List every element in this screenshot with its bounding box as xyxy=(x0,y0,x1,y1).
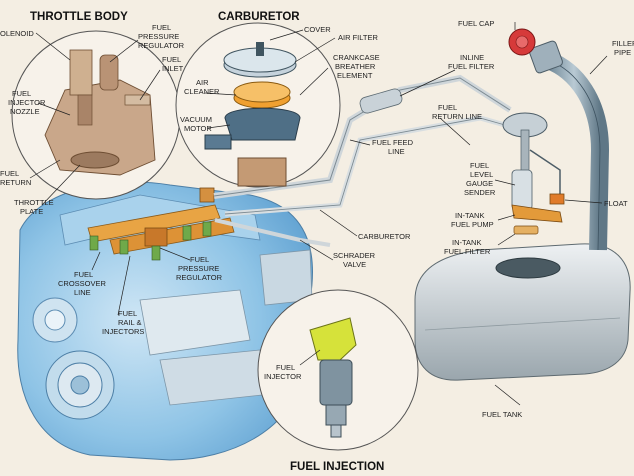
schrader-valve-line-1: SCHRADER xyxy=(333,251,376,260)
fuel-level-gauge-sender-line-4: SENDER xyxy=(464,188,496,197)
carburetor-inset xyxy=(175,22,341,188)
fuel-rail-injectors-line-1: FUEL xyxy=(118,309,137,318)
fuel-rail-injectors-label: FUEL RAIL & INJECTORS xyxy=(102,309,144,336)
inline-fuel-filter-label: INLINE FUEL FILTER xyxy=(448,53,495,71)
vacuum-motor-line-2: MOTOR xyxy=(184,124,212,133)
fuel-inlet-label: FUEL INLET xyxy=(162,55,184,73)
fuel-crossover-line-line-1: FUEL xyxy=(74,270,93,279)
fuel-pressure-regulator-bottom-line-1: FUEL xyxy=(190,255,209,264)
filler-pipe-line-1: FILLER xyxy=(612,39,634,48)
air-cleaner-label: AIR CLEANER xyxy=(184,78,220,96)
leader-lines xyxy=(29,22,608,406)
fuel-rail-injectors-line-2: RAIL & xyxy=(118,318,141,327)
fuel-level-gauge-sender-line-3: GAUGE xyxy=(466,179,493,188)
fuel-injector-line-1: FUEL xyxy=(276,363,295,372)
inline-fuel-filter xyxy=(359,88,403,114)
fuel-inlet-line-2: INLET xyxy=(162,64,184,73)
fuel-return-line-line-2: RETURN LINE xyxy=(432,112,482,121)
fuel-injector-nozzle-line-1: FUEL xyxy=(12,89,31,98)
fuel-feed-line-line-2: LINE xyxy=(388,147,405,156)
crankcase-breather-line-1: CRANKCASE xyxy=(333,53,380,62)
throttle-plate-line-2: PLATE xyxy=(20,207,43,216)
fuel-level-gauge-sender-line-1: FUEL xyxy=(470,161,489,170)
float xyxy=(549,193,565,205)
fuel-cap-label: FUEL CAP xyxy=(458,19,494,28)
fuel-rail-injectors-line-3: INJECTORS xyxy=(102,327,144,336)
air-cleaner-line-2: CLEANER xyxy=(184,87,220,96)
in-tank-fuel-pump-label: IN-TANK FUEL PUMP xyxy=(451,211,494,229)
fuel-pressure-regulator-top-label: FUEL PRESSURE REGULATOR xyxy=(138,23,185,50)
filler-pipe-label: FILLER PIPE xyxy=(612,39,634,57)
air-cleaner-line-1: AIR xyxy=(196,78,209,87)
throttle-body-inset xyxy=(11,30,181,200)
fuel-injection-inset xyxy=(257,289,419,451)
solenoid-label: OLENOID xyxy=(0,29,34,38)
throttle-plate-label: THROTTLE PLATE xyxy=(14,198,56,216)
fuel-injector-label: FUEL INJECTOR xyxy=(264,363,302,381)
fuel-inlet-line-1: FUEL xyxy=(162,55,181,64)
fuel-level-gauge-sender-line-2: LEVEL xyxy=(470,170,493,179)
fuel-return-line-label: FUEL RETURN LINE xyxy=(432,103,482,121)
fuel-pressure-regulator-bottom-line-2: PRESSURE xyxy=(178,264,219,273)
inline-fuel-filter-line-2: FUEL FILTER xyxy=(448,62,495,71)
fuel-return-line-line-1: FUEL xyxy=(438,103,457,112)
fuel-level-gauge-sender-label: FUEL LEVEL GAUGE SENDER xyxy=(464,161,496,197)
fuel-injector-nozzle-label: FUEL INJECTOR NOZZLE xyxy=(8,89,47,116)
in-tank-fuel-filter-label: IN-TANK FUEL FILTER xyxy=(444,238,491,256)
fuel-pressure-regulator-bottom-line-3: REGULATOR xyxy=(176,273,223,282)
fuel-rail-injectors xyxy=(89,221,212,261)
fuel-crossover-line-line-2: CROSSOVER xyxy=(58,279,107,288)
filler-pipe xyxy=(529,40,610,251)
fuel-pressure-regulator-bottom-label: FUEL PRESSURE REGULATOR xyxy=(176,255,223,282)
in-tank-fuel-filter xyxy=(513,225,539,235)
fuel-injector-line-2: INJECTOR xyxy=(264,372,302,381)
air-filter-label: AIR FILTER xyxy=(338,33,378,42)
fuel-return-left-label: FUEL RETURN xyxy=(0,169,31,187)
in-tank-fuel-filter-line-2: FUEL FILTER xyxy=(444,247,491,256)
fuel-return-line xyxy=(224,115,506,217)
fuel-crossover-line-line-3: LINE xyxy=(74,288,91,297)
filler-pipe-line-2: PIPE xyxy=(614,48,631,57)
throttle-plate-line-1: THROTTLE xyxy=(14,198,54,207)
fuel-pressure-regulator-top-line-2: PRESSURE xyxy=(138,32,179,41)
crankcase-breather-line-3: ELEMENT xyxy=(337,71,373,80)
in-tank-fuel-pump-line-1: IN-TANK xyxy=(455,211,484,220)
fuel-return-left-line-1: FUEL xyxy=(0,169,19,178)
fuel-feed-line-label: FUEL FEED LINE xyxy=(372,138,415,156)
vacuum-motor-line-1: VACUUM xyxy=(180,115,212,124)
fuel-return-left-line-2: RETURN xyxy=(0,178,31,187)
fuel-cap xyxy=(508,28,536,56)
inline-fuel-filter-line-1: INLINE xyxy=(460,53,484,62)
fuel-pressure-regulator-top-line-1: FUEL xyxy=(152,23,171,32)
fuel-injector-nozzle-line-2: INJECTOR xyxy=(8,98,46,107)
fuel-feed-line-line-1: FUEL FEED xyxy=(372,138,414,147)
float-label: FLOAT xyxy=(604,199,628,208)
crankcase-breather-label: CRANKCASE BREATHER ELEMENT xyxy=(333,53,382,80)
in-tank-fuel-filter-line-1: IN-TANK xyxy=(452,238,481,247)
crankcase-breather-line-2: BREATHER xyxy=(335,62,376,71)
cover-label: COVER xyxy=(304,25,331,34)
throttle-body-title: THROTTLE BODY xyxy=(30,11,128,23)
engine-block xyxy=(17,181,313,461)
fuel-injector-nozzle-line-3: NOZZLE xyxy=(10,107,40,116)
in-tank-fuel-pump-line-2: FUEL PUMP xyxy=(451,220,494,229)
fuel-crossover-line-label: FUEL CROSSOVER LINE xyxy=(58,270,108,297)
carburetor-title: CARBURETOR xyxy=(218,11,300,23)
carburetor-callout-label: CARBURETOR xyxy=(358,232,411,241)
schrader-valve-label: SCHRADER VALVE xyxy=(333,251,377,269)
schrader-valve-line-2: VALVE xyxy=(343,260,366,269)
in-tank-fuel-pump xyxy=(511,204,563,223)
vacuum-motor-label: VACUUM MOTOR xyxy=(180,115,214,133)
fuel-tank xyxy=(414,243,631,381)
fuel-pressure-regulator-top-line-3: REGULATOR xyxy=(138,41,185,50)
fuel-level-gauge-sender xyxy=(502,112,561,211)
fuel-tank-label: FUEL TANK xyxy=(482,410,522,419)
fuel-injection-title: FUEL INJECTION xyxy=(290,461,384,473)
